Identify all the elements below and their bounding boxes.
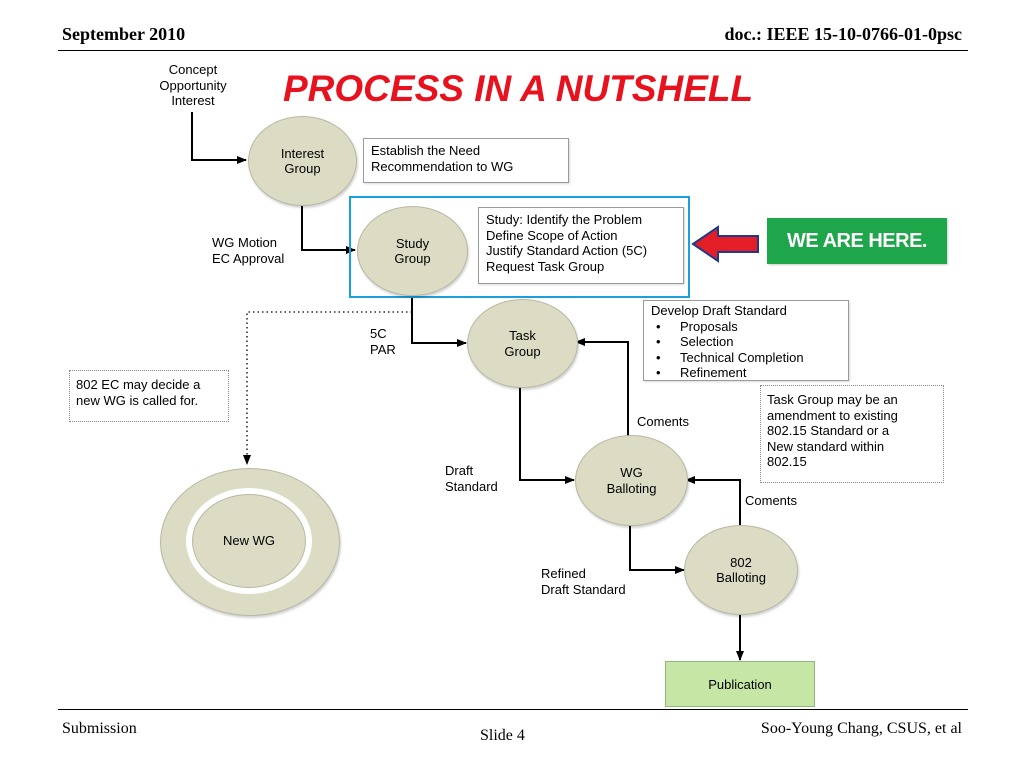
- balloting-802-node: 802 Balloting: [684, 525, 798, 615]
- publication-box: Publication: [665, 661, 815, 707]
- footer-rule: [58, 709, 968, 710]
- draft-standard-label: Draft Standard: [445, 463, 498, 494]
- study-group-node: Study Group: [357, 206, 468, 296]
- header-doc-id: doc.: IEEE 15-10-0766-01-0psc: [724, 24, 963, 44]
- task-description-box: Develop Draft Standard Proposals Selecti…: [643, 300, 849, 381]
- interest-description-box: Establish the Need Recommendation to WG: [363, 138, 569, 183]
- wg-motion-label: WG Motion EC Approval: [212, 235, 285, 266]
- wg-balloting-node: WG Balloting: [575, 435, 688, 526]
- arrow-concept-to-interest: [191, 112, 247, 164]
- list-item: Technical Completion: [651, 350, 841, 366]
- study-description-box: Study: Identify the Problem Define Scope…: [478, 207, 684, 284]
- five-c-par-label: 5C PAR: [370, 326, 396, 357]
- arrow-interest-to-study: [301, 204, 356, 254]
- footer-author: Soo-Young Chang, CSUS, et al: [760, 720, 962, 737]
- concept-label: Concept Opportunity Interest: [159, 62, 227, 108]
- refined-draft-label: Refined Draft Standard: [541, 566, 626, 597]
- we-are-here-callout: WE ARE HERE.: [767, 218, 947, 264]
- amendment-note-box: Task Group may be an amendment to existi…: [760, 385, 944, 483]
- interest-group-node: Interest Group: [248, 116, 357, 206]
- arrow-wg-to-802: [629, 524, 685, 574]
- new-wg-node: New WG: [192, 494, 306, 588]
- arrow-study-to-task: [411, 296, 467, 347]
- ec-note-box: 802 EC may decide a new WG is called for…: [69, 370, 229, 422]
- list-item: Selection: [651, 334, 841, 350]
- we-are-here-arrow-icon: [691, 225, 759, 263]
- slide-title: PROCESS IN A NUTSHELL: [283, 68, 754, 109]
- footer-submission: Submission: [62, 720, 137, 737]
- list-item: Proposals: [651, 319, 841, 335]
- header-date: September 2010: [62, 24, 186, 44]
- arrow-wg-to-task-comments: [575, 338, 629, 436]
- task-activities-list: Proposals Selection Technical Completion…: [651, 319, 841, 381]
- list-item: Refinement: [651, 365, 841, 381]
- arrow-802-to-wg-comments: [685, 476, 741, 526]
- task-group-node: Task Group: [467, 299, 578, 388]
- footer-slide-number: Slide 4: [480, 727, 525, 744]
- comments-label-task: Coments: [637, 414, 690, 429]
- current-step-highlight: [349, 196, 690, 298]
- arrow-task-to-wg: [519, 386, 575, 484]
- dotted-arrow-to-new-wg: [243, 311, 412, 465]
- header-rule: [58, 50, 968, 51]
- comments-label-wg: Coments: [745, 493, 798, 508]
